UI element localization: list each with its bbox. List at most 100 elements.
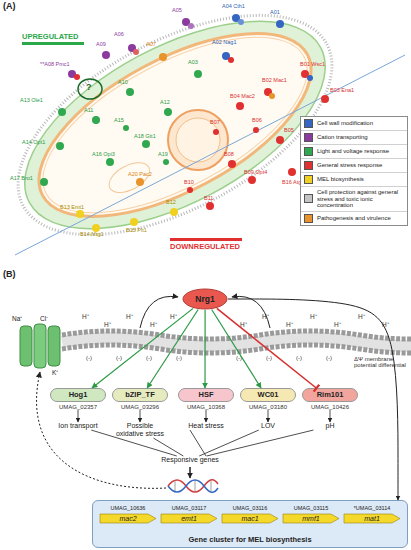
- ion-label: K⁺: [52, 370, 58, 377]
- panel-letter: (B): [3, 270, 16, 279]
- legend-swatch: [304, 161, 313, 170]
- node-text: Ion transport: [50, 422, 106, 430]
- circle-part: [74, 74, 80, 80]
- protein-label: B14 Mtg1: [80, 232, 104, 238]
- charge-label: (-): [326, 355, 332, 361]
- protein-label: A15: [114, 118, 124, 124]
- circle-part: [194, 70, 202, 78]
- proton-label: H⁺: [126, 314, 133, 321]
- connector-arrow: [190, 430, 206, 456]
- proton-label: H⁺: [382, 322, 389, 329]
- legend-row: MEL biosynthesis: [301, 173, 407, 187]
- node-text: mmf1: [282, 512, 340, 525]
- legend-row: Pathogenesis and virulence: [301, 212, 407, 225]
- legend-text: Cell wall modification: [317, 120, 373, 127]
- protein-label: A01: [270, 10, 280, 16]
- protein-label: A20 Pac2: [128, 172, 152, 178]
- node-text: UMAG_02357: [50, 404, 106, 410]
- node-text: Gene cluster for MEL biosynthesis: [93, 535, 407, 544]
- node-text: UMAG_03117: [160, 504, 218, 512]
- circle-part: [213, 129, 219, 135]
- protein-label: A04 Cth1: [222, 4, 245, 10]
- function-label: Possible oxidative stress: [112, 422, 168, 438]
- circle-part: [248, 176, 256, 184]
- protein-label: A17 Bro1: [10, 176, 33, 182]
- connector-arrow: [212, 310, 261, 388]
- dna-helix: [168, 480, 218, 493]
- protein-label: A05: [172, 8, 182, 14]
- line-part: [175, 481, 176, 491]
- legend-swatch: [304, 214, 313, 223]
- circle-part: [228, 160, 236, 168]
- node-text: UMAG_03116: [221, 504, 279, 512]
- charge-label: (-): [116, 355, 122, 361]
- circle-part: [163, 159, 169, 165]
- node-text: UMAG_10368: [178, 404, 234, 410]
- gene-arrow: *UMAG_03114mat1: [343, 504, 401, 525]
- protein-label: A16 Opi3: [92, 152, 115, 158]
- circle-part: [102, 51, 110, 59]
- protein-label: A19: [158, 152, 168, 158]
- path-part: [168, 480, 218, 492]
- connector-arrow: [204, 310, 205, 388]
- proton-label: H⁺: [262, 314, 269, 321]
- membrane-inner: [17, 2, 333, 249]
- node-text: Hog1: [50, 388, 106, 402]
- circle-part: [164, 108, 172, 116]
- circle-part: [187, 187, 193, 193]
- connector-arrow: [78, 410, 79, 422]
- connector-arrow: [207, 430, 314, 456]
- legend-text: MEL biosynthesis: [317, 176, 364, 183]
- circle-part: [58, 108, 66, 116]
- legend-row: Cell wall modification: [301, 117, 407, 131]
- protein-label: B05: [284, 128, 294, 134]
- circle-part: [92, 116, 100, 124]
- circle-part: [307, 75, 313, 81]
- regulation-label: DOWNREGULATED: [170, 243, 240, 251]
- legend-swatch: [304, 175, 313, 184]
- node-text: LOV: [240, 422, 296, 430]
- circle-part: [40, 178, 48, 186]
- protein-label: B07: [210, 120, 220, 126]
- legend-row: General stress response: [301, 159, 407, 173]
- gene-cluster-box: Gene cluster for MEL biosynthesis UMAG_10…: [92, 500, 408, 548]
- charge-label: (-): [266, 355, 272, 361]
- protein-label: A06: [114, 32, 124, 38]
- gene-body: emt1: [160, 512, 218, 525]
- gene-arrow: UMAG_10636mac2: [99, 504, 157, 525]
- circle-part: [130, 218, 138, 226]
- legend-swatch: [304, 119, 313, 128]
- cell-body: [0, 0, 366, 280]
- protein-label: A14 Opt1: [22, 140, 45, 146]
- transcription-factor: Hog1UMAG_02357: [50, 388, 106, 410]
- circle-part: [123, 125, 129, 131]
- node-text: UMAG_03115: [282, 504, 340, 512]
- legend-text: Light and voltage response: [317, 148, 389, 155]
- connector-arrow: [140, 410, 141, 422]
- node-text: Responsive genes: [150, 456, 230, 464]
- line-part: [211, 481, 212, 491]
- protein-blobs: [40, 14, 329, 232]
- node-text: Nrg1: [182, 288, 228, 310]
- circle-part: [253, 127, 259, 133]
- circle-part: [170, 208, 178, 216]
- circle-part: [238, 19, 244, 25]
- protein-label: B08: [224, 152, 234, 158]
- cell-wall: [0, 0, 357, 271]
- charge-label: (-): [86, 355, 92, 361]
- gene-arrow: UMAG_03117emt1: [160, 504, 218, 525]
- function-label: LOV: [240, 422, 296, 430]
- responsive-genes: Responsive genes: [150, 456, 230, 464]
- circle-part: [276, 136, 284, 144]
- rect-part: [20, 326, 32, 366]
- connector-arrow: [217, 308, 316, 388]
- proton-label: H⁺: [286, 322, 293, 329]
- circle-part: [288, 168, 296, 176]
- protein-label: A03: [188, 60, 198, 66]
- circle-part: [142, 140, 150, 148]
- node-text: UMAG_10636: [99, 504, 157, 512]
- node-text: UMAG_10426: [302, 404, 358, 410]
- path-part: [62, 345, 411, 353]
- legend-row: Light and voltage response: [301, 145, 407, 159]
